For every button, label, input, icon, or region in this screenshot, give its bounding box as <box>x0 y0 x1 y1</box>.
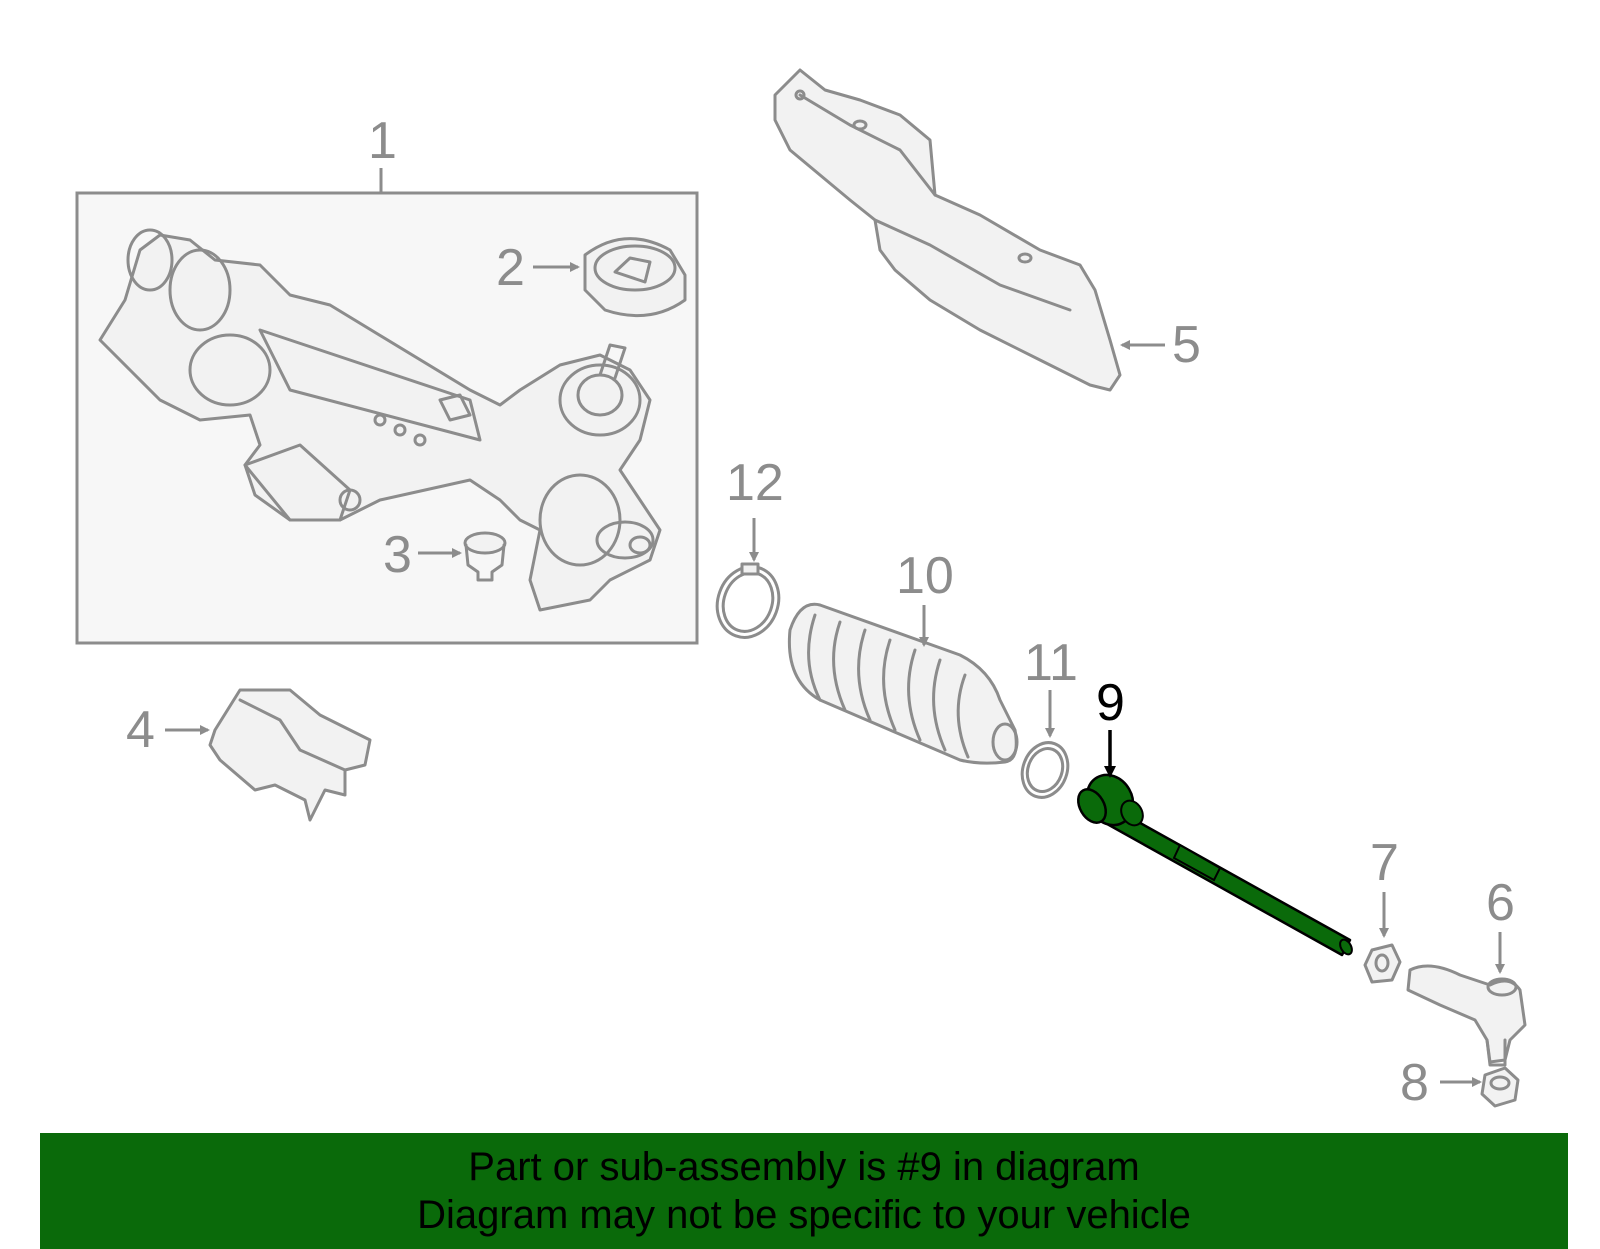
callout-8: 8 <box>1400 1054 1429 1112</box>
grommet-part-3 <box>463 531 507 582</box>
heat-shield-part-5 <box>773 68 1122 392</box>
mount-part-2 <box>583 237 687 318</box>
callout-2: 2 <box>496 239 525 297</box>
callout-10: 10 <box>896 547 954 605</box>
callout-7: 7 <box>1370 834 1399 892</box>
callout-11: 11 <box>1024 634 1078 692</box>
callout-9: 9 <box>1096 674 1125 732</box>
heat-shield-part-4 <box>208 688 372 822</box>
steering-gear-part-1 <box>98 228 662 612</box>
callout-12: 12 <box>726 454 784 512</box>
callout-5: 5 <box>1172 316 1201 374</box>
callout-3: 3 <box>383 526 412 584</box>
banner-line-1: Part or sub-assembly is #9 in diagram <box>468 1145 1140 1189</box>
clamp-part-11 <box>1020 741 1070 799</box>
nut-part-8 <box>1480 1066 1520 1108</box>
outer-tie-rod-end-part-6 <box>1406 964 1527 1067</box>
banner-line-2: Diagram may not be specific to your vehi… <box>417 1193 1191 1237</box>
callout-6: 6 <box>1486 874 1515 932</box>
boot-part-10 <box>787 602 1019 765</box>
clamp-part-12 <box>715 562 781 639</box>
callout-4: 4 <box>126 701 155 759</box>
inner-tie-rod-part-9 <box>1077 773 1353 957</box>
info-banner: Part or sub-assembly is #9 in diagram Di… <box>40 1133 1568 1249</box>
jam-nut-part-7 <box>1363 943 1402 984</box>
callout-1: 1 <box>368 112 397 170</box>
